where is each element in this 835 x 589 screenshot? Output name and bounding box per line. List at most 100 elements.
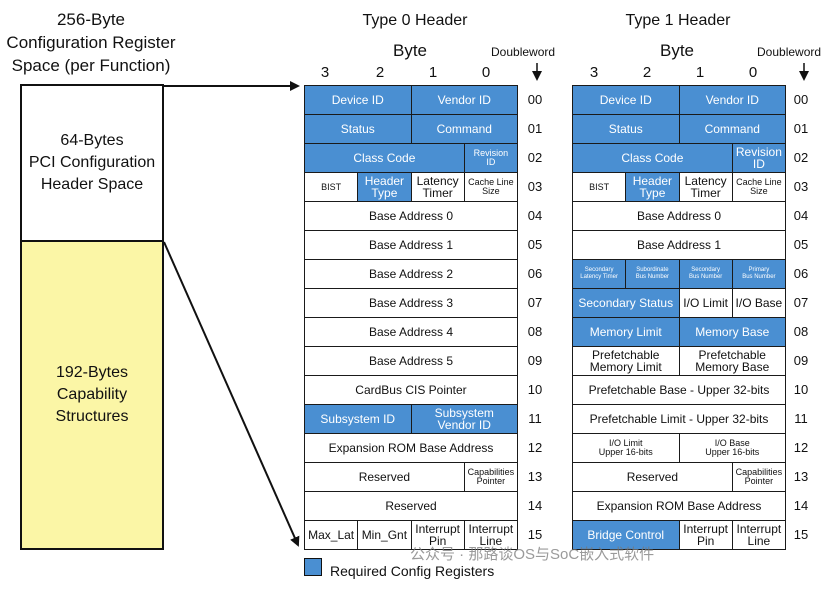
register-cell: Secondary Latency Timer bbox=[572, 259, 627, 289]
register-cell: Base Address 4 bbox=[304, 317, 518, 347]
doubleword-number: 06 bbox=[527, 266, 543, 281]
register-cell: I/O Limit bbox=[678, 288, 733, 318]
doubleword-number: 05 bbox=[527, 237, 543, 252]
doubleword-number: 07 bbox=[793, 295, 809, 310]
register-cell: Interrupt Line bbox=[463, 520, 518, 550]
doubleword-number: 13 bbox=[527, 469, 543, 484]
doubleword-number: 04 bbox=[527, 208, 543, 223]
register-cell: Vendor ID bbox=[410, 85, 518, 115]
register-cell: Header Type bbox=[357, 172, 412, 202]
register-cell: I/O Base Upper 16-bits bbox=[678, 433, 786, 463]
type1-byte-2: 2 bbox=[642, 64, 652, 81]
register-cell: Reserved bbox=[304, 462, 465, 492]
watermark: 公众号 · 那路谈OS与SoC嵌入式软件 bbox=[410, 546, 655, 563]
doubleword-number: 13 bbox=[793, 469, 809, 484]
doubleword-number: 03 bbox=[527, 179, 543, 194]
register-cell: Secondary Bus Number bbox=[678, 259, 733, 289]
doubleword-number: 01 bbox=[793, 121, 809, 136]
register-cell: Expansion ROM Base Address bbox=[304, 433, 518, 463]
register-cell: Base Address 3 bbox=[304, 288, 518, 318]
register-cell: Interrupt Line bbox=[731, 520, 786, 550]
register-cell: Revision ID bbox=[731, 143, 786, 173]
register-cell: Subsystem Vendor ID bbox=[410, 404, 518, 434]
register-cell: Revision ID bbox=[463, 143, 518, 173]
type0-doubleword-label: Doubleword bbox=[491, 45, 556, 59]
register-cell: Command bbox=[410, 114, 518, 144]
register-cell: Interrupt Pin bbox=[410, 520, 465, 550]
doubleword-number: 09 bbox=[527, 353, 543, 368]
register-cell: Capabilities Pointer bbox=[463, 462, 518, 492]
register-cell: Secondary Status bbox=[572, 288, 680, 318]
register-cell: Min_Gnt bbox=[357, 520, 412, 550]
doubleword-number: 15 bbox=[527, 527, 543, 542]
register-cell: Vendor ID bbox=[678, 85, 786, 115]
register-cell: Primary Bus Number bbox=[731, 259, 786, 289]
doubleword-number: 10 bbox=[527, 382, 543, 397]
register-cell: Class Code bbox=[572, 143, 733, 173]
doubleword-number: 12 bbox=[527, 440, 543, 455]
left-title: 256-Byte Configuration Register Space (p… bbox=[6, 10, 176, 75]
register-cell: I/O Limit Upper 16-bits bbox=[572, 433, 680, 463]
type1-byte-0: 0 bbox=[748, 64, 758, 81]
doubleword-number: 00 bbox=[527, 92, 543, 107]
type0-byte-3: 3 bbox=[320, 64, 330, 81]
doubleword-number: 06 bbox=[793, 266, 809, 281]
register-cell: Reserved bbox=[572, 462, 733, 492]
type0-byte-2: 2 bbox=[375, 64, 385, 81]
register-cell: Base Address 0 bbox=[572, 201, 786, 231]
doubleword-number: 03 bbox=[793, 179, 809, 194]
type0-byte-1: 1 bbox=[428, 64, 438, 81]
register-cell: Latency Timer bbox=[410, 172, 465, 202]
type0-byte-label: Byte bbox=[392, 41, 428, 60]
register-cell: Subsystem ID bbox=[304, 404, 412, 434]
doubleword-number: 08 bbox=[527, 324, 543, 339]
register-cell: BIST bbox=[304, 172, 359, 202]
register-cell: Latency Timer bbox=[678, 172, 733, 202]
register-cell: Memory Base bbox=[678, 317, 786, 347]
doubleword-number: 04 bbox=[793, 208, 809, 223]
type1-title: Type 1 Header bbox=[625, 12, 731, 29]
register-cell: Capabilities Pointer bbox=[731, 462, 786, 492]
doubleword-number: 15 bbox=[793, 527, 809, 542]
register-cell: Prefetchable Memory Limit bbox=[572, 346, 680, 376]
doubleword-number: 07 bbox=[527, 295, 543, 310]
register-cell: Device ID bbox=[572, 85, 680, 115]
register-cell: Expansion ROM Base Address bbox=[572, 491, 786, 521]
register-cell: Prefetchable Memory Base bbox=[678, 346, 786, 376]
register-cell: CardBus CIS Pointer bbox=[304, 375, 518, 405]
doubleword-number: 11 bbox=[794, 411, 808, 426]
bottom-arrow bbox=[163, 241, 300, 547]
legend-swatch bbox=[304, 558, 322, 576]
register-cell: Reserved bbox=[304, 491, 518, 521]
register-cell: Class Code bbox=[304, 143, 465, 173]
register-cell: Base Address 0 bbox=[304, 201, 518, 231]
register-cell: Cache Line Size bbox=[463, 172, 518, 202]
register-cell: Bridge Control bbox=[572, 520, 680, 550]
register-cell: Header Type bbox=[625, 172, 680, 202]
doubleword-number: 11 bbox=[528, 411, 542, 426]
doubleword-number: 09 bbox=[793, 353, 809, 368]
register-cell: Status bbox=[304, 114, 412, 144]
register-cell: Device ID bbox=[304, 85, 412, 115]
doubleword-number: 02 bbox=[793, 150, 809, 165]
doubleword-number: 10 bbox=[793, 382, 809, 397]
legend-label: Required Config Registers bbox=[330, 563, 495, 579]
register-cell: I/O Base bbox=[731, 288, 786, 318]
doubleword-number: 14 bbox=[793, 498, 809, 513]
type1-byte-1: 1 bbox=[695, 64, 705, 81]
doubleword-number: 02 bbox=[527, 150, 543, 165]
register-cell: Subordinate Bus Number bbox=[625, 259, 680, 289]
doubleword-number: 00 bbox=[793, 92, 809, 107]
register-cell: BIST bbox=[572, 172, 627, 202]
register-cell: Base Address 5 bbox=[304, 346, 518, 376]
doubleword-number: 05 bbox=[793, 237, 809, 252]
register-cell: Cache Line Size bbox=[731, 172, 786, 202]
register-cell: Interrupt Pin bbox=[678, 520, 733, 550]
register-cell: Base Address 1 bbox=[572, 230, 786, 260]
type1-byte-3: 3 bbox=[589, 64, 599, 81]
type0-title: Type 0 Header bbox=[362, 12, 468, 29]
type1-byte-label: Byte bbox=[659, 41, 695, 60]
type0-byte-0: 0 bbox=[481, 64, 491, 81]
register-cell: Command bbox=[678, 114, 786, 144]
